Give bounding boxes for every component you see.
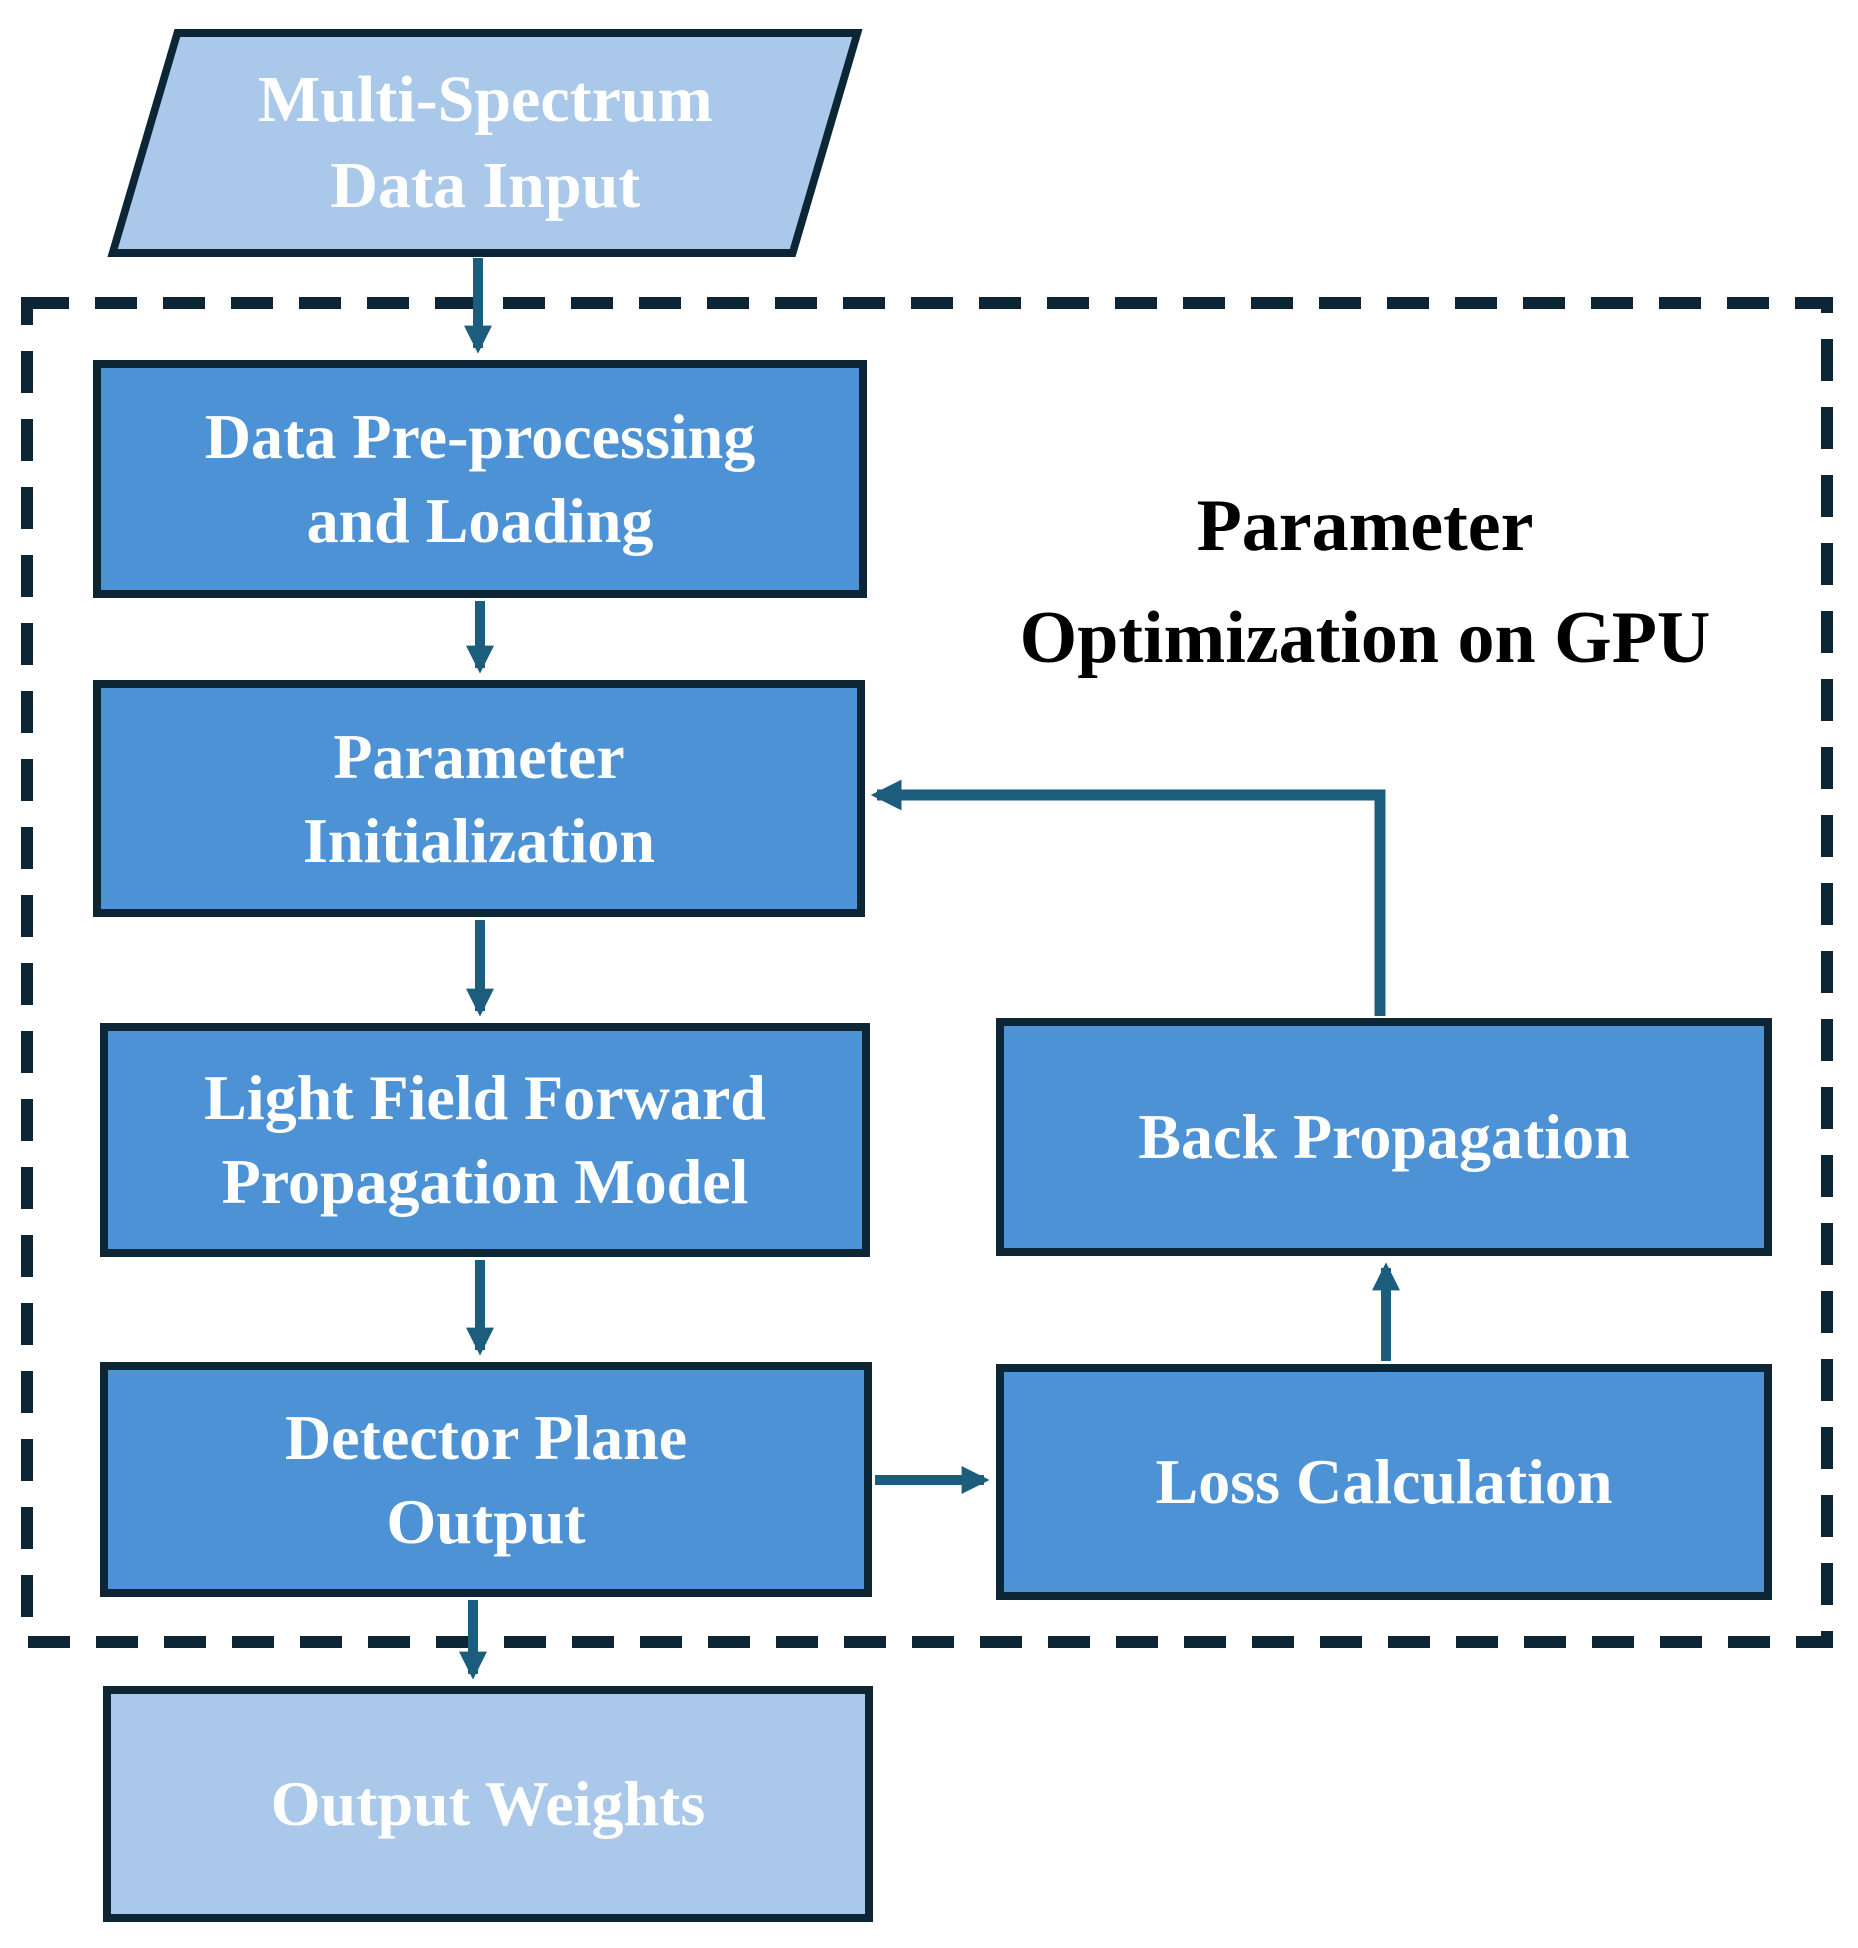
node-output-weights-label: Output Weights	[270, 1768, 706, 1839]
node-back-propagation-label: Back Propagation	[1138, 1101, 1630, 1172]
node-light-field-forward-propagation: Light Field Forward Propagation Model	[100, 1023, 870, 1257]
node-detector-plane-output: Detector Plane Output	[100, 1362, 872, 1597]
node-loss-calculation: Loss Calculation	[996, 1364, 1772, 1600]
node-parameter-initialization-label: Parameter Initialization	[302, 720, 656, 876]
node-output-weights: Output Weights	[103, 1686, 873, 1922]
node-data-pre-processing-label: Data Pre-processing and Loading	[204, 401, 756, 556]
node-multi-spectrum-data-input: Multi-Spectrum Data Input	[107, 29, 863, 257]
gpu-region-dashed-border	[21, 297, 1833, 1648]
gpu-region-label: Parameter Optimization on GPU	[1019, 485, 1711, 679]
node-detector-plane-output-label: Detector Plane Output	[284, 1401, 688, 1557]
node-multi-spectrum-data-input-label: Multi-Spectrum Data Input	[257, 63, 713, 222]
arrow-backprop-to-init	[870, 779, 1386, 1016]
node-light-field-forward-propagation-label: Light Field Forward Propagation Model	[204, 1062, 766, 1217]
node-data-pre-processing: Data Pre-processing and Loading	[93, 360, 867, 598]
node-back-propagation: Back Propagation	[996, 1018, 1772, 1256]
node-loss-calculation-label: Loss Calculation	[1155, 1446, 1613, 1517]
node-parameter-initialization: Parameter Initialization	[93, 680, 865, 917]
